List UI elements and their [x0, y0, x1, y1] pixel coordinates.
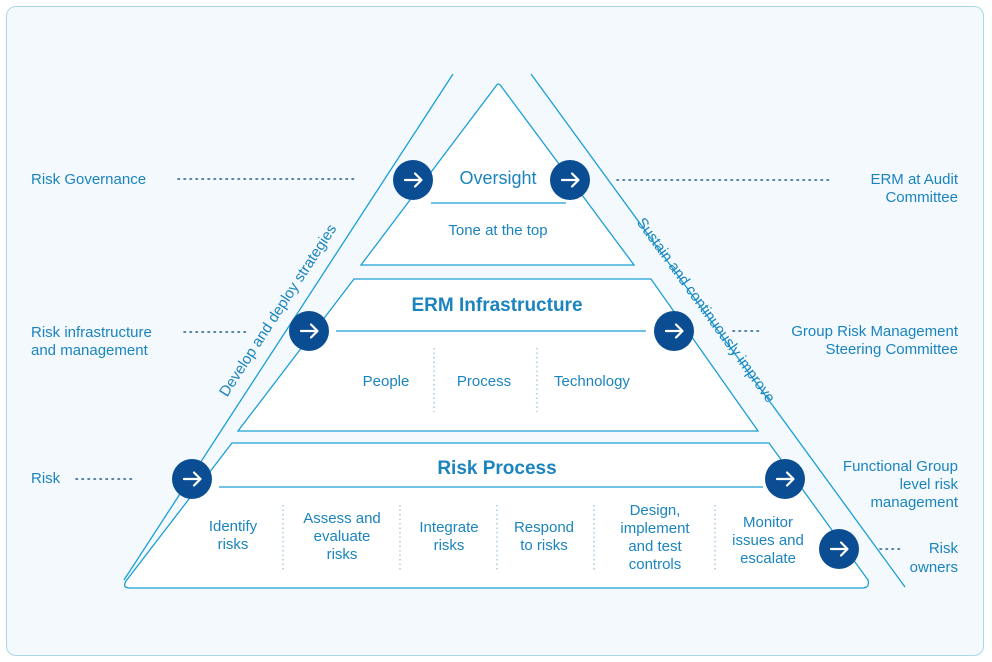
- arrow-right-circle-icon: [391, 158, 435, 202]
- step-label: Identify: [209, 518, 258, 535]
- left-label-infrastructure: Risk infrastructure: [31, 324, 152, 341]
- erm-infrastructure-tier: [236, 278, 760, 432]
- left-label-governance: Risk Governance: [31, 171, 146, 188]
- erm-item: Process: [457, 373, 511, 390]
- arrow-right-circle-icon: [548, 158, 592, 202]
- step-label: to risks: [520, 537, 568, 554]
- erm-title: ERM Infrastructure: [411, 295, 582, 316]
- step-label: risks: [327, 546, 358, 563]
- right-label-functional: management: [870, 494, 958, 511]
- risk-process-title: Risk Process: [437, 458, 556, 479]
- step-label: Integrate: [419, 519, 478, 536]
- step-label: escalate: [740, 550, 796, 567]
- right-label-owners: Risk: [929, 540, 959, 557]
- arrow-right-circle-icon: [652, 309, 696, 353]
- arrow-right-circle-icon: [763, 457, 807, 501]
- step-label: implement: [620, 520, 690, 537]
- left-label-infrastructure: and management: [31, 342, 149, 359]
- right-label-audit: Committee: [885, 189, 958, 206]
- step-label: Respond: [514, 519, 574, 536]
- arrow-right-circle-icon: [170, 457, 214, 501]
- erm-item: Technology: [554, 373, 630, 390]
- step-label: risks: [218, 536, 249, 553]
- step-label: Design,: [630, 502, 681, 519]
- step-label: Assess and: [303, 510, 381, 527]
- right-label-functional: Functional Group: [843, 458, 958, 475]
- oversight-subtitle: Tone at the top: [448, 222, 547, 239]
- arrow-right-circle-icon: [817, 527, 861, 571]
- right-outer-edge: [530, 73, 906, 588]
- right-label-audit: ERM at Audit: [870, 171, 958, 188]
- right-label-functional: level risk: [900, 476, 959, 493]
- oversight-title: Oversight: [459, 168, 536, 188]
- right-label-group: Group Risk Management: [791, 323, 959, 340]
- step-label: Monitor: [743, 514, 793, 531]
- oversight-tier: [359, 83, 636, 266]
- step-label: risks: [434, 537, 465, 554]
- arrow-right-circle-icon: [287, 309, 331, 353]
- step-label: evaluate: [314, 528, 371, 545]
- right-label-owners: owners: [910, 559, 958, 576]
- step-label: issues and: [732, 532, 804, 549]
- erm-item: People: [363, 373, 410, 390]
- left-label-risk: Risk: [31, 470, 61, 487]
- step-label: and test: [628, 538, 682, 555]
- left-outer-edge: [123, 73, 454, 581]
- step-label: controls: [629, 556, 682, 573]
- right-label-group: Steering Committee: [825, 341, 958, 358]
